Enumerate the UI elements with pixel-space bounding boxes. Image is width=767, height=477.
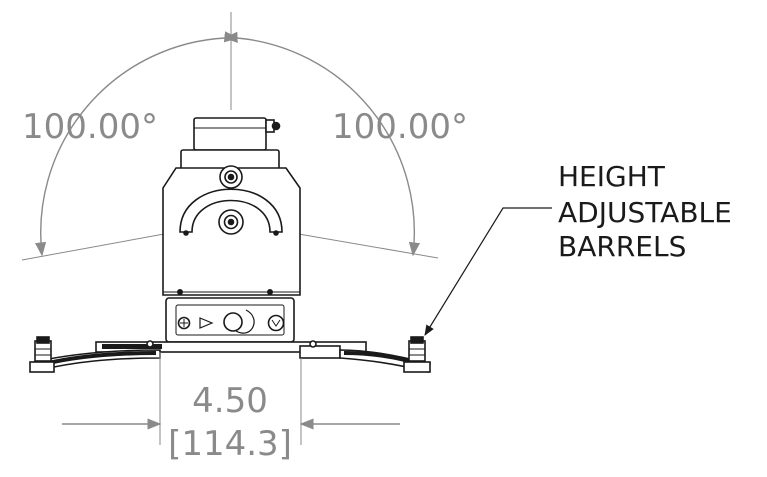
plate-hole — [223, 312, 243, 332]
angle-arc-right — [223, 31, 421, 257]
mount-top-tube — [193, 117, 267, 151]
angle-label-right: 100.00° — [332, 107, 468, 147]
width-label-mm: [114.3] — [168, 424, 292, 464]
callout-line-2: ADJUSTABLE — [558, 196, 732, 229]
angle-extension-right — [286, 231, 439, 259]
tilt-slot — [179, 188, 283, 233]
base-plate-center — [95, 341, 367, 353]
base-block-right — [299, 345, 341, 359]
callout-leader — [424, 207, 552, 336]
angle-label-left: 100.00° — [22, 107, 158, 147]
angle-arc-left — [35, 31, 238, 257]
plate-screw-right — [267, 314, 285, 332]
angle-extension-left — [21, 231, 176, 261]
callout-line-3: BARRELS — [558, 230, 686, 263]
width-label-inches: 4.50 — [192, 381, 268, 421]
plate-arrow — [199, 317, 214, 329]
height-barrel-left — [34, 336, 52, 362]
projector-mount — [162, 117, 301, 343]
height-barrel-right — [408, 336, 426, 362]
base-rails — [29, 336, 431, 373]
plate-keyhole — [235, 309, 255, 334]
callout-line-1: HEIGHT — [558, 160, 666, 193]
